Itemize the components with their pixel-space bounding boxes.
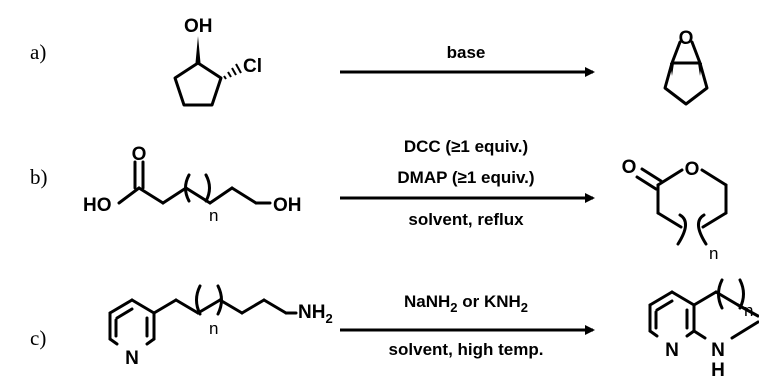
atom-oh-terminal: OH [273,195,302,216]
atom-h-amine: H [711,360,725,380]
atom-o-lactone-carbonyl: O [622,157,637,178]
reaction-label-b: b) [30,165,48,189]
condition-reflux: solvent, reflux [408,210,524,229]
repeat-index-n: n [209,206,218,225]
atom-cl: Cl [243,56,262,77]
reaction-label-a: a) [30,40,46,64]
condition-base-amides: NaNH2 or KNH2 [404,292,528,315]
condition-base: base [447,43,486,62]
atom-ho: HO [83,195,112,216]
lactone-structure: O O n [622,157,728,263]
repeat-index-n-lactone: n [709,244,718,263]
condition-dmap: DMAP (≥1 equiv.) [397,168,534,187]
reaction-b: b) O HO OH n DCC (≥1 equiv.) DMAP (≥1 eq… [30,137,728,263]
reaction-a: a) OH Cl base O [30,16,709,107]
pyridine-amine-structure: N n NH2 [108,284,333,369]
atom-nh2: NH2 [298,302,333,326]
reaction-label-c: c) [30,326,46,350]
atom-n-naphthyridine: N [665,340,679,361]
atom-oh: OH [184,16,213,37]
atom-o-carbonyl: O [132,144,147,165]
atom-o-lactone-ring: O [685,159,700,180]
atom-o-epoxide: O [679,28,694,49]
epoxide-structure: O [663,28,709,106]
repeat-index-n-chain: n [209,319,218,338]
hydroxy-acid-structure: O HO OH n [83,144,302,225]
repeat-index-n-fused: n [744,301,753,320]
atom-n-amine: N [711,340,725,361]
condition-dcc: DCC (≥1 equiv.) [404,137,528,156]
reaction-c: c) N n NH2 NaNH2 or KNH2 solven [30,278,759,380]
atom-n-pyridine: N [125,348,139,369]
chlorohydrin-structure: OH Cl [173,16,262,107]
condition-high-temp: solvent, high temp. [389,340,544,359]
naphthyridine-structure: N n N H [648,278,759,380]
